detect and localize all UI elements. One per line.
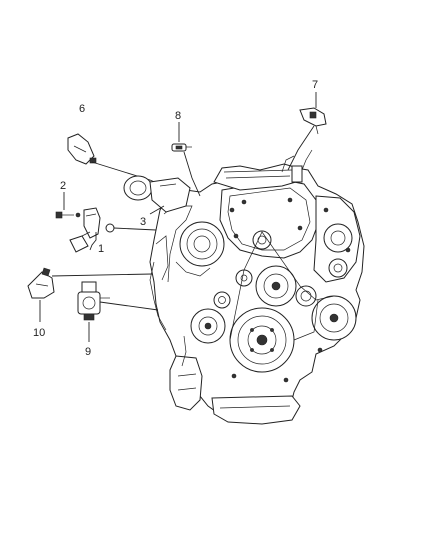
part-8-sensor [171,143,192,152]
leader-line-8b [183,151,201,197]
callout-1: 1 [98,243,104,255]
part-7-sensor [299,107,327,135]
part-10-sensor [27,267,55,299]
part-1-sensor [69,207,115,253]
leader-line-10a [51,273,153,277]
part-2-bolt [55,211,81,219]
leader-line-7b [287,125,315,171]
callout-9: 9 [85,346,91,358]
throttle-hose [123,175,191,213]
part-6-sensor [67,133,97,165]
engine-assembly [149,149,365,425]
callout-2: 2 [60,180,66,192]
callout-6: 6 [79,103,85,115]
part-9-sensor [77,281,110,321]
callout-10: 10 [33,327,45,339]
callout-7: 7 [312,79,318,91]
leader-line-3 [149,205,165,215]
callout-8: 8 [175,110,181,122]
callout-3: 3 [140,216,146,228]
leader-line-1b [113,227,157,231]
leader-line-1 [89,232,97,251]
leader-line-9a [99,301,159,311]
